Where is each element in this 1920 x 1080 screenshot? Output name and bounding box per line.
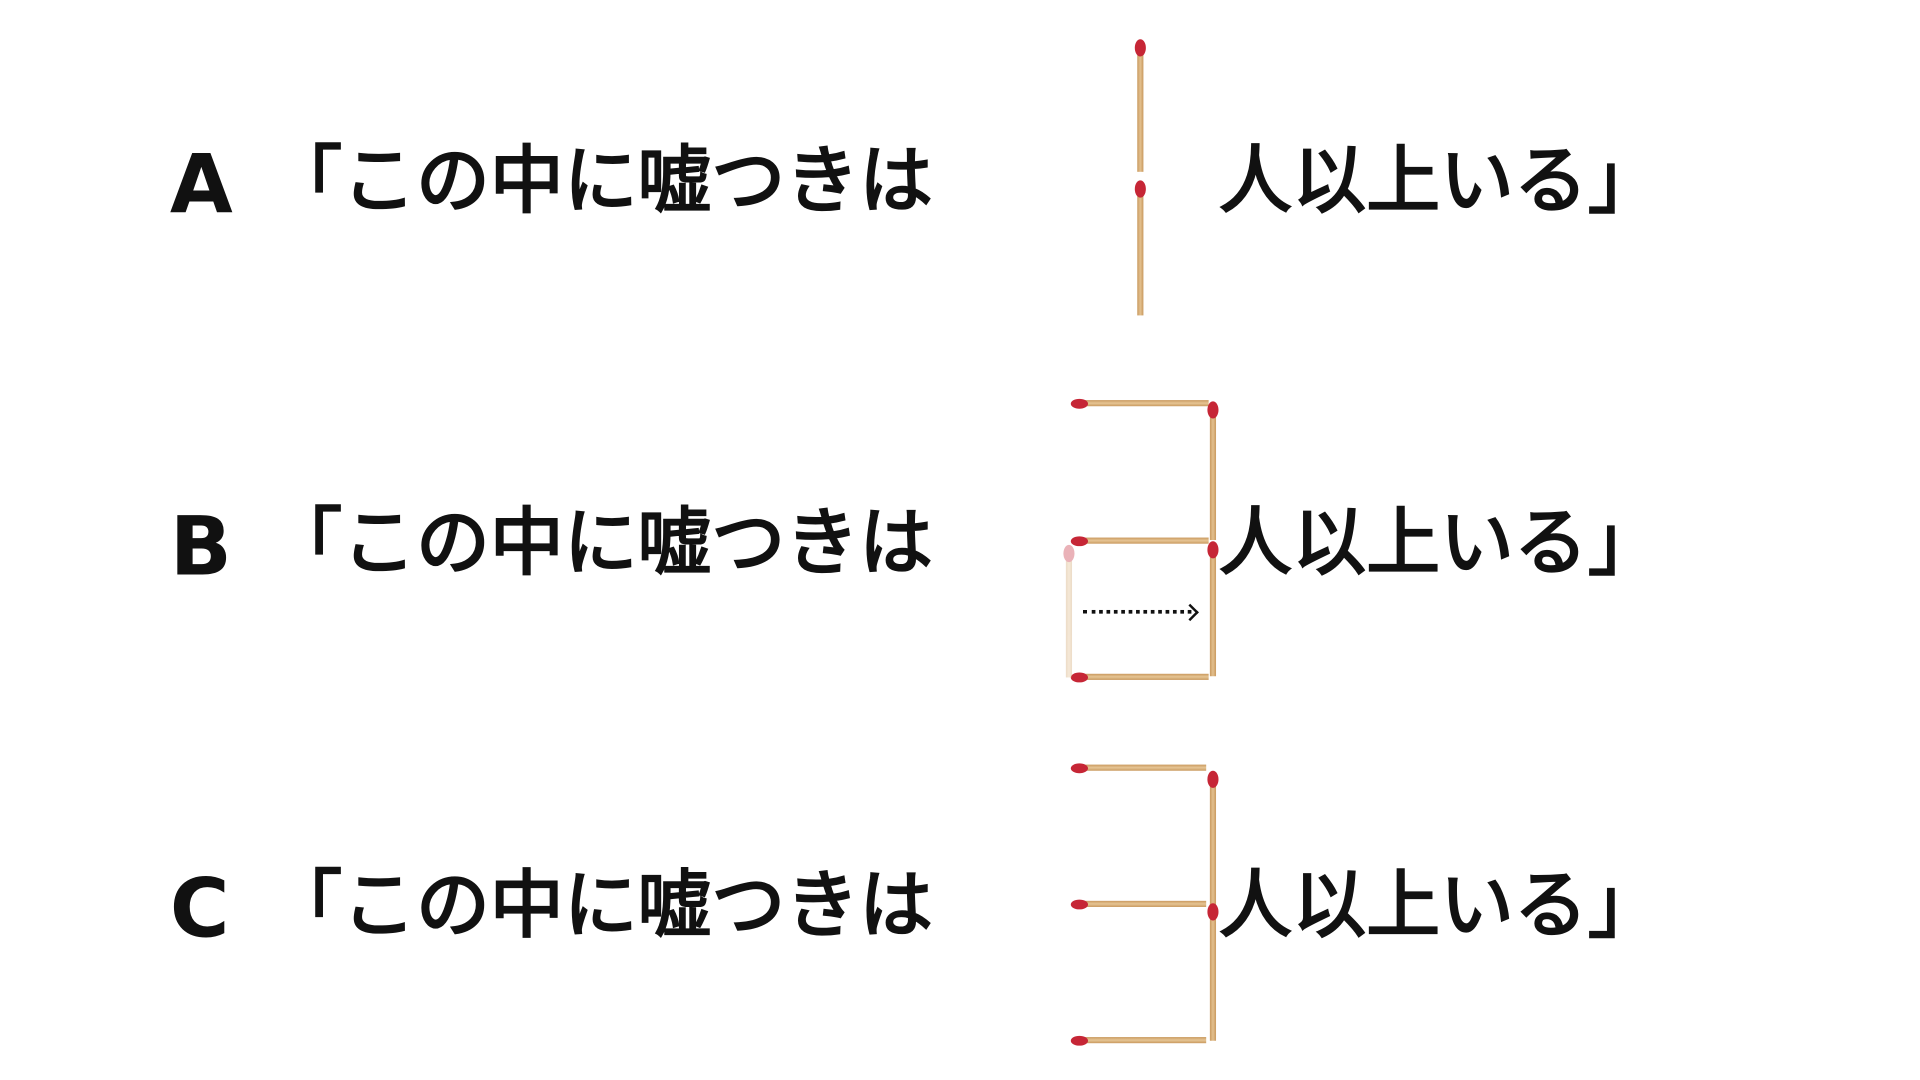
match-head xyxy=(1070,398,1089,409)
match-head xyxy=(1070,536,1089,547)
matchstick xyxy=(1209,547,1217,677)
matchstick xyxy=(1078,900,1207,907)
match-head xyxy=(1207,903,1219,921)
matchstick xyxy=(1078,673,1209,680)
row-a-prefix: 「この中に嘘つきは xyxy=(268,138,933,225)
matchstick xyxy=(1209,778,1217,905)
row-a-suffix: 人以上いる」 xyxy=(1218,138,1662,225)
match-head xyxy=(1070,763,1089,774)
matchstick xyxy=(1137,46,1144,172)
match-head xyxy=(1207,770,1219,788)
matchstick xyxy=(1209,910,1217,1041)
row-b-suffix: 人以上いる」 xyxy=(1218,500,1662,587)
matchstick xyxy=(1209,407,1217,541)
row-c-suffix: 人以上いる」 xyxy=(1218,862,1662,949)
matchstick xyxy=(1078,764,1207,771)
matchstick xyxy=(1078,400,1209,407)
matchstick xyxy=(1065,552,1073,678)
match-head xyxy=(1134,39,1146,57)
row-a-label: A xyxy=(169,137,233,232)
row-b-prefix: 「この中に嘘つきは xyxy=(268,500,933,587)
matchstick xyxy=(1078,537,1209,544)
arrowhead-icon xyxy=(1181,603,1199,622)
match-head xyxy=(1207,541,1219,559)
match-head xyxy=(1070,1035,1089,1046)
match-head xyxy=(1207,401,1219,419)
move-arrow xyxy=(1083,609,1192,614)
match-head xyxy=(1134,180,1146,198)
row-b-label: B xyxy=(169,499,232,595)
match-head xyxy=(1070,672,1089,683)
row-c-prefix: 「この中に嘘つきは xyxy=(268,862,933,949)
match-head xyxy=(1070,899,1089,910)
row-c-label: C xyxy=(169,861,230,957)
matchstick xyxy=(1137,186,1144,316)
matchstick xyxy=(1078,1037,1207,1044)
match-head xyxy=(1063,544,1075,563)
